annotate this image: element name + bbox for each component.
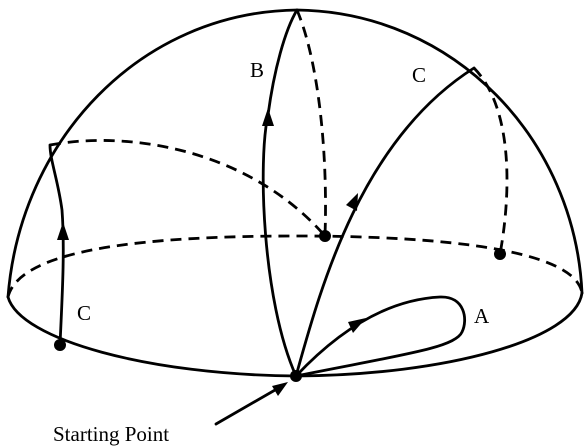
base-ellipse-front [6,291,584,378]
label-a: A [474,304,490,328]
label-starting-point: Starting Point [53,422,169,446]
path-c-left-front [48,143,65,347]
path-c-right-front [294,66,476,378]
path-b-front [261,8,299,378]
starting-point-pointer-line [214,384,284,426]
path-c-left-start-dot [54,339,66,351]
label-c-left: C [77,301,91,325]
path-a-loop [294,295,467,378]
path-c-right-end-dot [494,248,506,260]
base-ellipse-back [6,234,584,298]
path-b-end-dot [319,230,331,242]
starting-point-pointer-arrow-icon [272,382,288,396]
label-b: B [250,58,264,82]
path-c-right-arrow-icon [346,193,358,211]
path-a-arrow-icon [348,318,366,333]
path-b-arrow-icon [262,108,274,126]
path-c-left-back [49,139,327,237]
label-c-right: C [412,63,426,87]
starting-point-dot [290,370,302,382]
path-c-left-arrow-icon [57,222,69,240]
path-c-right-back [472,67,509,255]
path-b-back [295,9,327,237]
